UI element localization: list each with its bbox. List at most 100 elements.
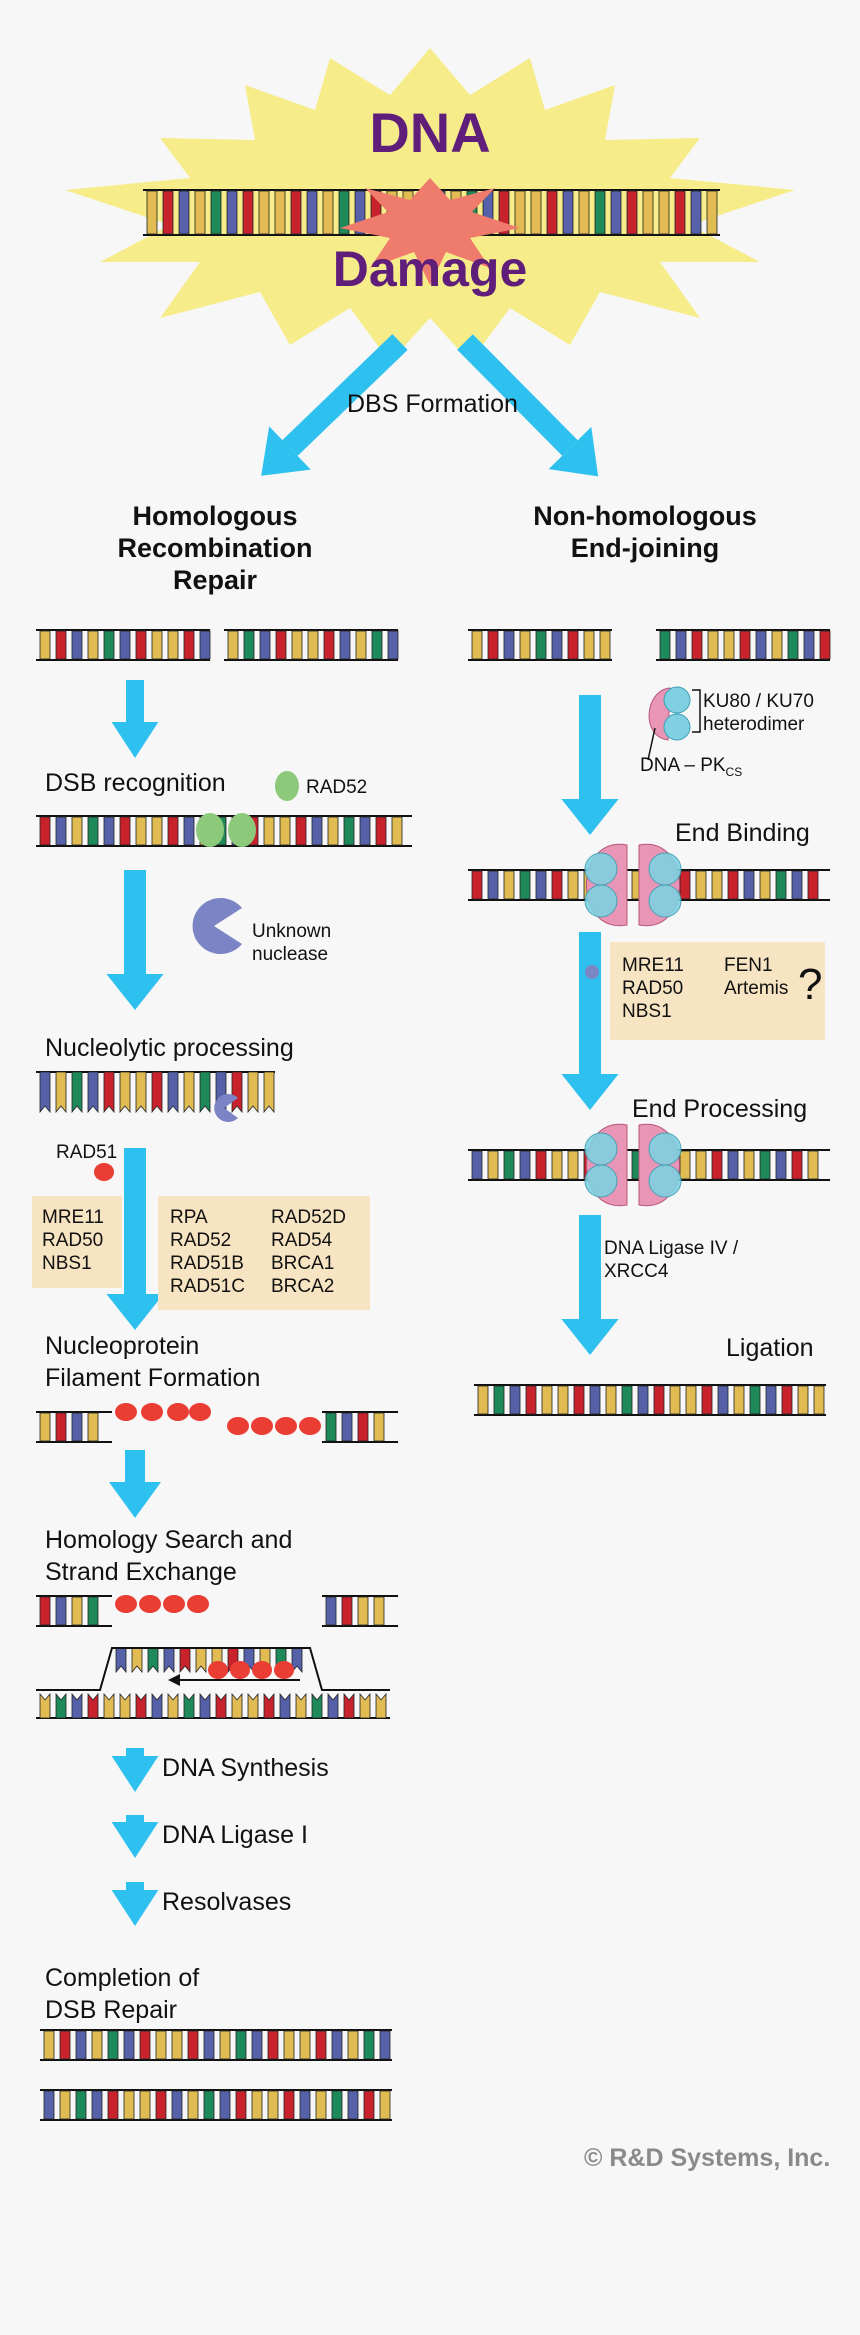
dna-base-pair <box>743 1150 755 1180</box>
dna-base <box>163 1647 175 1674</box>
dna-base-pair <box>325 1412 337 1442</box>
unknown-nuclease-icon <box>192 898 242 954</box>
dna-base-pair <box>194 190 206 235</box>
dna-base-pair <box>55 630 67 660</box>
hr-homology-left <box>36 1595 112 1627</box>
dna-base <box>231 1071 243 1114</box>
dna-base-pair <box>642 190 654 235</box>
dna-base <box>71 1692 83 1719</box>
dna-base-pair <box>39 630 51 660</box>
dna-base-pair <box>514 190 526 235</box>
arrow-shaft <box>579 1215 601 1321</box>
dna-base-pair <box>373 1412 385 1442</box>
dna-base <box>131 1647 143 1674</box>
dna-base-pair <box>171 2090 183 2120</box>
arrow-shaft <box>125 1450 145 1484</box>
rad51-protein <box>227 1417 249 1435</box>
arrow-shaft <box>282 334 408 456</box>
dna-base-pair <box>347 2090 359 2120</box>
nhej-box-question: ? <box>798 960 823 1009</box>
dna-base-pair <box>343 816 355 846</box>
hr-resected-top <box>36 1071 275 1114</box>
dna-base-pair <box>379 2030 391 2060</box>
rad51-protein <box>189 1403 211 1421</box>
dna-base-pair <box>797 1385 809 1415</box>
dna-base-pair <box>203 2090 215 2120</box>
arrow-head <box>561 799 619 835</box>
dna-base-pair <box>187 2090 199 2120</box>
dna-base-pair <box>243 630 255 660</box>
dna-base-pair <box>242 190 254 235</box>
dna-base-pair <box>551 630 563 660</box>
arrow-head <box>548 426 599 477</box>
end-binding-label: End Binding <box>675 819 810 847</box>
rad51-protein <box>139 1595 161 1613</box>
dna-base-pair <box>347 2030 359 2060</box>
dna-base-pair <box>59 2090 71 2120</box>
ku-subunit <box>648 884 682 918</box>
hr-factors-box: RPA RAD52 RAD51B RAD51C RAD52D RAD54 BRC… <box>158 1196 370 1310</box>
arrow-head <box>106 1294 164 1330</box>
dna-base <box>167 1692 179 1719</box>
dna-base-pair <box>251 2090 263 2120</box>
dna-base-pair <box>567 630 579 660</box>
dna-base-pair <box>503 630 515 660</box>
dna-base-pair <box>387 630 399 660</box>
dna-base <box>199 1692 211 1719</box>
dna-base-pair <box>519 1150 531 1180</box>
ku-subunit <box>584 1164 618 1198</box>
dna-base-pair <box>493 1385 505 1415</box>
dna-base-pair <box>151 630 163 660</box>
nhej-factors-box: MRE11 RAD50 NBS1 FEN1 Artemis ? <box>610 942 825 1040</box>
dna-base <box>39 1071 51 1114</box>
dna-base-pair <box>71 1412 83 1442</box>
dna-base-pair <box>259 630 271 660</box>
nhej-binding-complex <box>584 843 682 927</box>
nucleolytic-processing-label: Nucleolytic processing <box>45 1034 294 1062</box>
dna-base-pair <box>167 630 179 660</box>
dna-base-pair <box>701 1385 713 1415</box>
dna-base-pair <box>227 630 239 660</box>
dna-base <box>103 1692 115 1719</box>
dna-base-pair <box>759 870 771 900</box>
dna-base <box>295 1692 307 1719</box>
dna-base-pair <box>183 816 195 846</box>
dna-base-pair <box>471 1150 483 1180</box>
arrow-head <box>111 722 159 758</box>
dna-base-pair <box>535 1150 547 1180</box>
hr-branch-title: Homologous Recombination Repair <box>117 501 313 595</box>
title-dna: DNA <box>369 101 491 164</box>
ku-subunit <box>648 1164 682 1198</box>
dna-base <box>263 1071 275 1114</box>
dna-base-pair <box>71 1596 83 1626</box>
dna-base-pair <box>306 190 318 235</box>
hr-synthesis-arrowhead <box>168 1674 180 1686</box>
dna-base-pair <box>87 1412 99 1442</box>
rad51-protein <box>299 1417 321 1435</box>
dna-base-pair <box>599 630 611 660</box>
rad52-legend-protein <box>275 771 299 801</box>
nhej-dsb-right <box>656 629 831 661</box>
dna-base-pair <box>103 630 115 660</box>
dna-base <box>135 1071 147 1114</box>
dna-base <box>87 1071 99 1114</box>
hr-recognition <box>36 815 412 847</box>
nhej-dsb-left <box>468 629 612 661</box>
dna-base-pair <box>562 190 574 235</box>
dna-base-pair <box>739 630 751 660</box>
dna-base <box>183 1071 195 1114</box>
arrow-shaft <box>126 680 144 724</box>
dna-base-pair <box>107 2030 119 2060</box>
arrow-shaft <box>126 1815 144 1824</box>
dna-base-pair <box>674 190 686 235</box>
hr-arrow-6 <box>111 1815 159 1858</box>
dna-base-pair <box>519 630 531 660</box>
nhej-processing-complex <box>584 1123 682 1207</box>
dsb-recognition-label: DSB recognition <box>45 769 226 797</box>
hr-arrow-4 <box>109 1450 161 1518</box>
dna-base-pair <box>363 2030 375 2060</box>
dna-base-pair <box>155 2030 167 2060</box>
rad51-protein <box>208 1661 228 1679</box>
dna-base-pair <box>727 1150 739 1180</box>
dna-base-pair <box>771 630 783 660</box>
